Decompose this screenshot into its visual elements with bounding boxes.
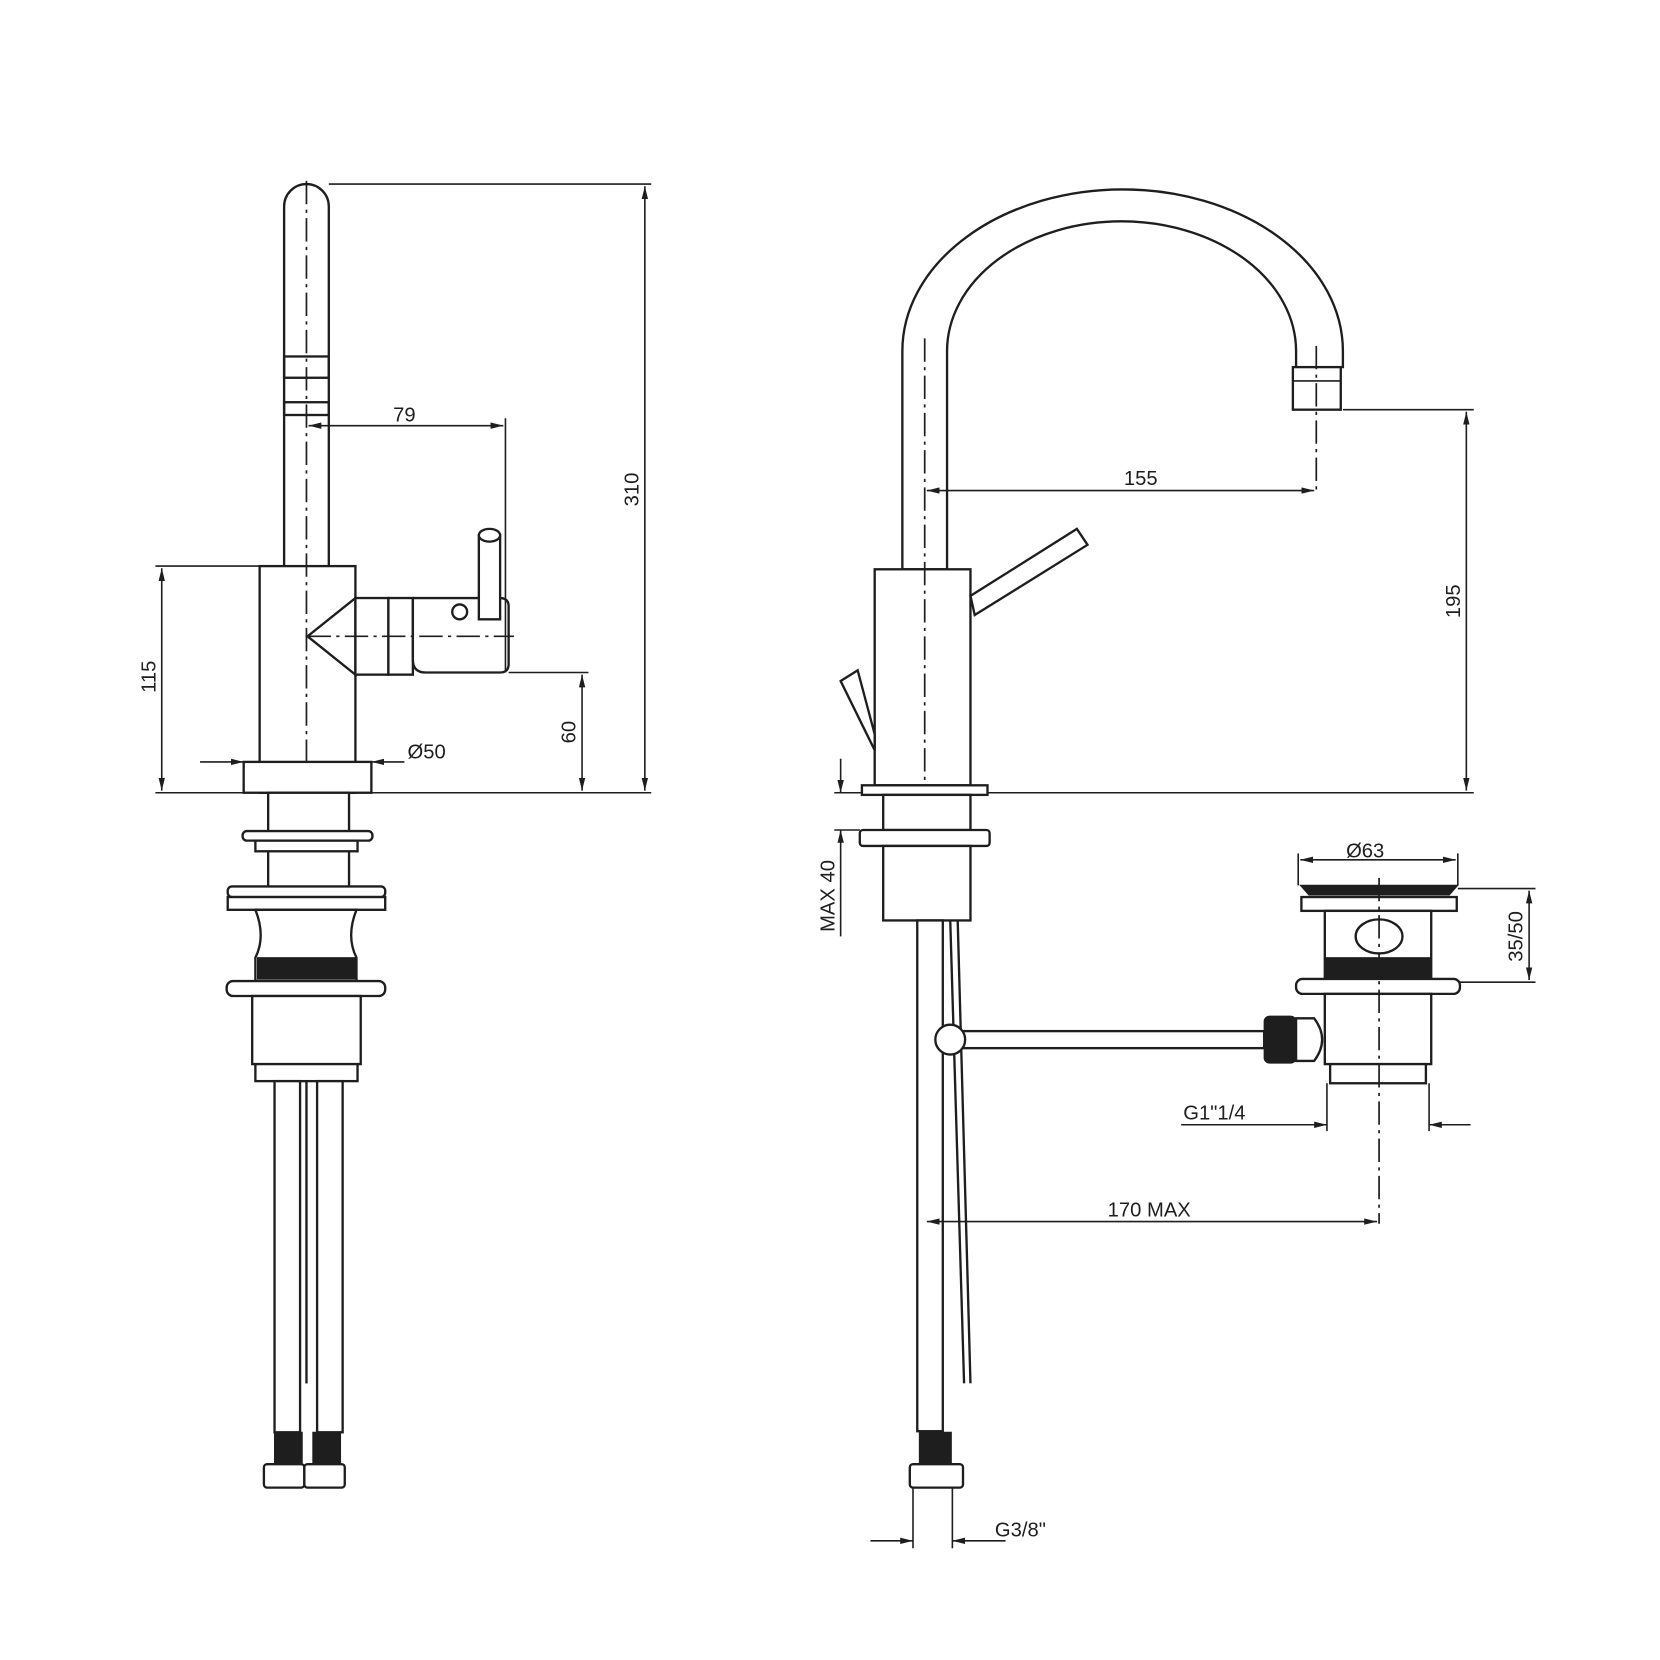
dim-waste-diameter: Ø63 bbox=[1346, 841, 1384, 863]
shank bbox=[882, 844, 972, 922]
waste-flange bbox=[225, 979, 387, 998]
front-view: 310 79 115 60 Ø50 bbox=[138, 180, 652, 1489]
dim-lever-height: 60 bbox=[559, 721, 581, 743]
base-flange bbox=[242, 760, 373, 794]
lever bbox=[477, 534, 502, 621]
dim-lever-offset: 79 bbox=[393, 404, 415, 426]
dim-spout-height: 195 bbox=[1443, 584, 1465, 618]
thread bbox=[256, 957, 356, 980]
rod-horizontal bbox=[956, 1029, 1266, 1050]
dim-hose-thread: G3/8" bbox=[995, 1520, 1046, 1542]
dim-waste-height: 35/50 bbox=[1506, 911, 1528, 962]
hose bbox=[273, 1079, 302, 1434]
waste-body bbox=[1323, 992, 1433, 1066]
lever-knob bbox=[477, 527, 502, 543]
washer bbox=[226, 885, 387, 899]
washer bbox=[226, 895, 387, 911]
hose-nut bbox=[303, 1463, 346, 1489]
hose-fitting bbox=[274, 1431, 303, 1465]
dim-base-diameter: Ø50 bbox=[408, 742, 446, 764]
dim-waste-thread: G1"1/4 bbox=[1183, 1102, 1245, 1124]
pop-up-knob bbox=[839, 668, 876, 751]
rod-joint bbox=[934, 1023, 967, 1056]
nut bbox=[254, 839, 359, 853]
tail-pipe bbox=[254, 1062, 359, 1083]
hose bbox=[916, 919, 944, 1433]
waste-flange bbox=[1294, 977, 1462, 996]
rod-fitting bbox=[1263, 1015, 1297, 1064]
pop-up-rod bbox=[949, 920, 966, 1384]
spout-arch bbox=[901, 188, 1345, 571]
dim-rod-length: 170 MAX bbox=[1108, 1199, 1192, 1221]
hose-nut bbox=[908, 1463, 965, 1489]
mixer-body bbox=[873, 568, 972, 787]
side-view: 155 195 MAX 40 Ø63 35/50 G1"1/4 170 MAX … bbox=[817, 188, 1536, 1549]
shank bbox=[882, 793, 972, 832]
screw-hole bbox=[451, 603, 469, 621]
tail-pipe bbox=[1328, 1062, 1428, 1085]
thread bbox=[1325, 957, 1431, 980]
dim-total-height: 310 bbox=[621, 473, 643, 507]
lever bbox=[969, 527, 1090, 617]
hose-nut bbox=[262, 1463, 306, 1489]
washer bbox=[241, 829, 374, 842]
dim-max-deck: MAX 40 bbox=[817, 860, 839, 932]
dim-body-height: 115 bbox=[138, 661, 160, 693]
base-flange bbox=[860, 784, 989, 797]
mixer-body bbox=[258, 564, 357, 794]
hose-fitting bbox=[312, 1431, 342, 1465]
washer bbox=[858, 828, 991, 848]
rod-cap bbox=[1294, 1017, 1324, 1063]
tail-pipe bbox=[251, 994, 362, 1066]
hose bbox=[315, 1079, 344, 1434]
dim-spout-reach: 155 bbox=[1124, 468, 1158, 490]
hose-fitting bbox=[918, 1431, 952, 1465]
